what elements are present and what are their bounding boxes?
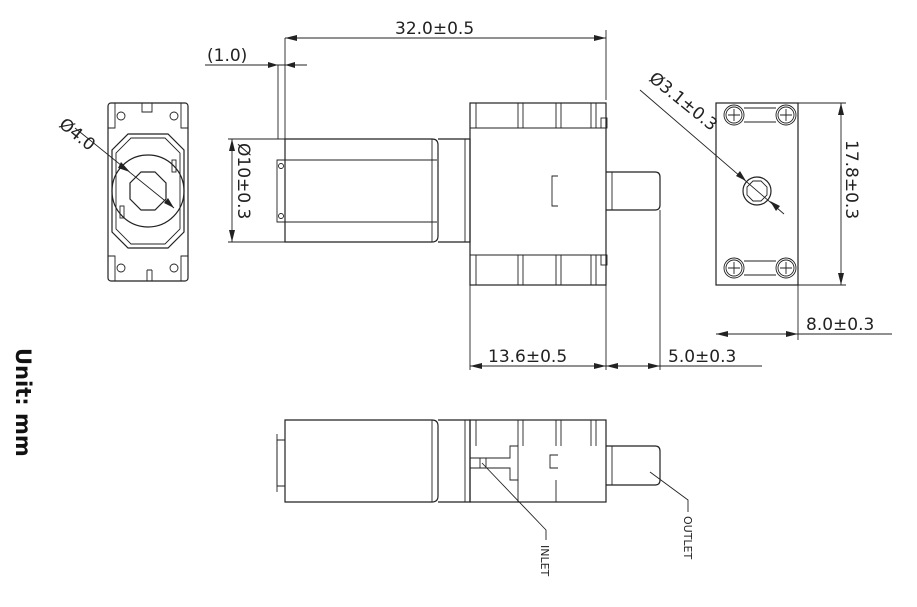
- front-view: [74, 102, 189, 282]
- dim-length-b: 5.0±0.3: [668, 347, 736, 367]
- top-view: [205, 30, 762, 370]
- dim-height: 17.8±0.3: [841, 140, 861, 219]
- dim-inner-diameter: Ø4.0: [55, 114, 99, 155]
- dim-body-diameter: Ø10±0.3: [233, 143, 253, 219]
- dim-length-a: 13.6±0.5: [488, 347, 567, 367]
- bottom-view: [276, 419, 689, 540]
- inlet-label: INLET: [538, 545, 551, 577]
- dim-hole-diameter: Ø3.1±0.3: [645, 68, 721, 135]
- side-view: [639, 89, 892, 340]
- unit-note: Unit: mm: [11, 348, 35, 457]
- dim-mount-offset: 8.0±0.3: [806, 315, 874, 335]
- dim-offset: (1.0): [207, 46, 247, 66]
- dim-length-total: 32.0±0.5: [395, 19, 474, 39]
- outlet-label: OUTLET: [681, 516, 694, 560]
